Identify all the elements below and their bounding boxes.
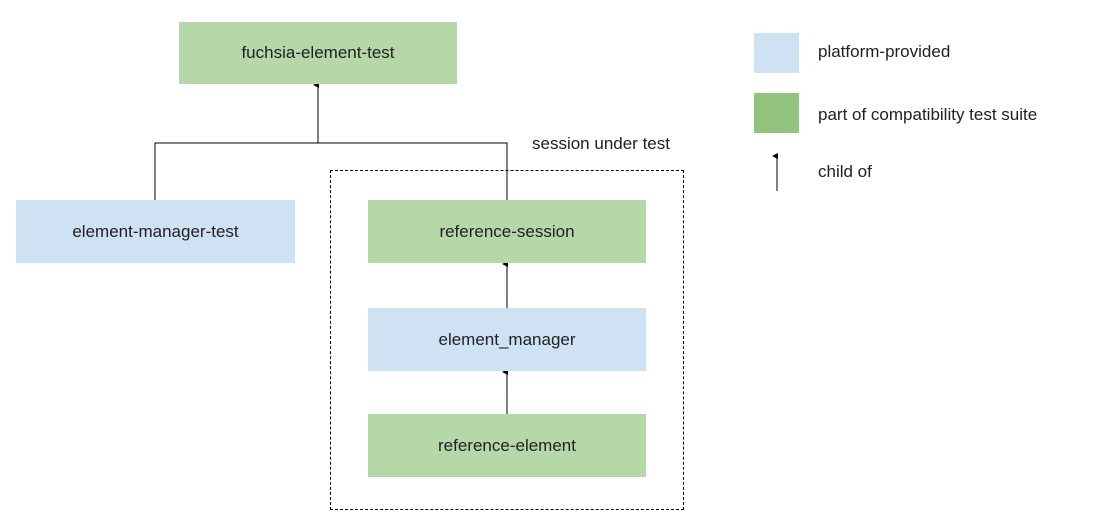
- node-element-manager: element_manager: [368, 308, 646, 371]
- node-reference-element: reference-element: [368, 414, 646, 477]
- session-under-test-label: session under test: [532, 134, 670, 153]
- legend-swatch-compatibility-suite: [754, 93, 799, 133]
- node-element-manager-test: element-manager-test: [16, 200, 295, 263]
- session-under-test-group: [330, 170, 684, 510]
- edge-element-manager-test-to-fuchsia: [154, 142, 318, 200]
- legend-swatch-platform-provided: [754, 33, 799, 73]
- legend-label-child-of: child of: [818, 162, 872, 181]
- legend-label-platform-provided: platform-provided: [818, 42, 951, 61]
- node-reference-session: reference-session: [368, 200, 646, 263]
- legend-label-compatibility-suite: part of compatibility test suite: [818, 105, 1038, 124]
- node-fuchsia-element-test: fuchsia-element-test: [179, 22, 457, 84]
- edge-reference-session-to-fuchsia: [318, 142, 508, 200]
